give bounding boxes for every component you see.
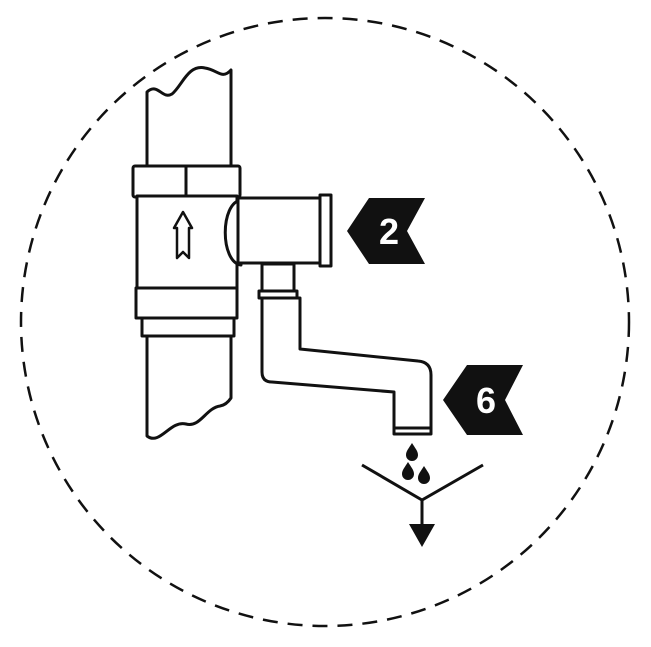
water-drop-icon (418, 466, 430, 484)
callout-2-label: 2 (379, 211, 399, 252)
callout-2: 2 (347, 198, 425, 264)
water-drop-icon (406, 443, 418, 461)
drain-symbol (361, 463, 484, 547)
callout-6-label: 6 (476, 380, 496, 421)
callout-6-shape (443, 365, 523, 435)
callout-6: 6 (443, 365, 523, 435)
side-outlet (236, 193, 333, 268)
lower-pipe (145, 334, 233, 440)
water-drops (402, 443, 430, 484)
callout-2-shape (347, 198, 425, 264)
water-drop-icon (402, 462, 414, 480)
dashed-boundary-circle (19, 16, 631, 628)
flow-direction-arrow-icon (172, 210, 194, 260)
drain-arrow-icon (409, 524, 435, 547)
lower-ring (140, 316, 236, 338)
drain-fitting (260, 262, 296, 293)
pipe-assembly (131, 66, 433, 440)
drain-spout (260, 296, 433, 436)
lower-collar (134, 286, 239, 320)
upper-pipe (145, 66, 233, 170)
